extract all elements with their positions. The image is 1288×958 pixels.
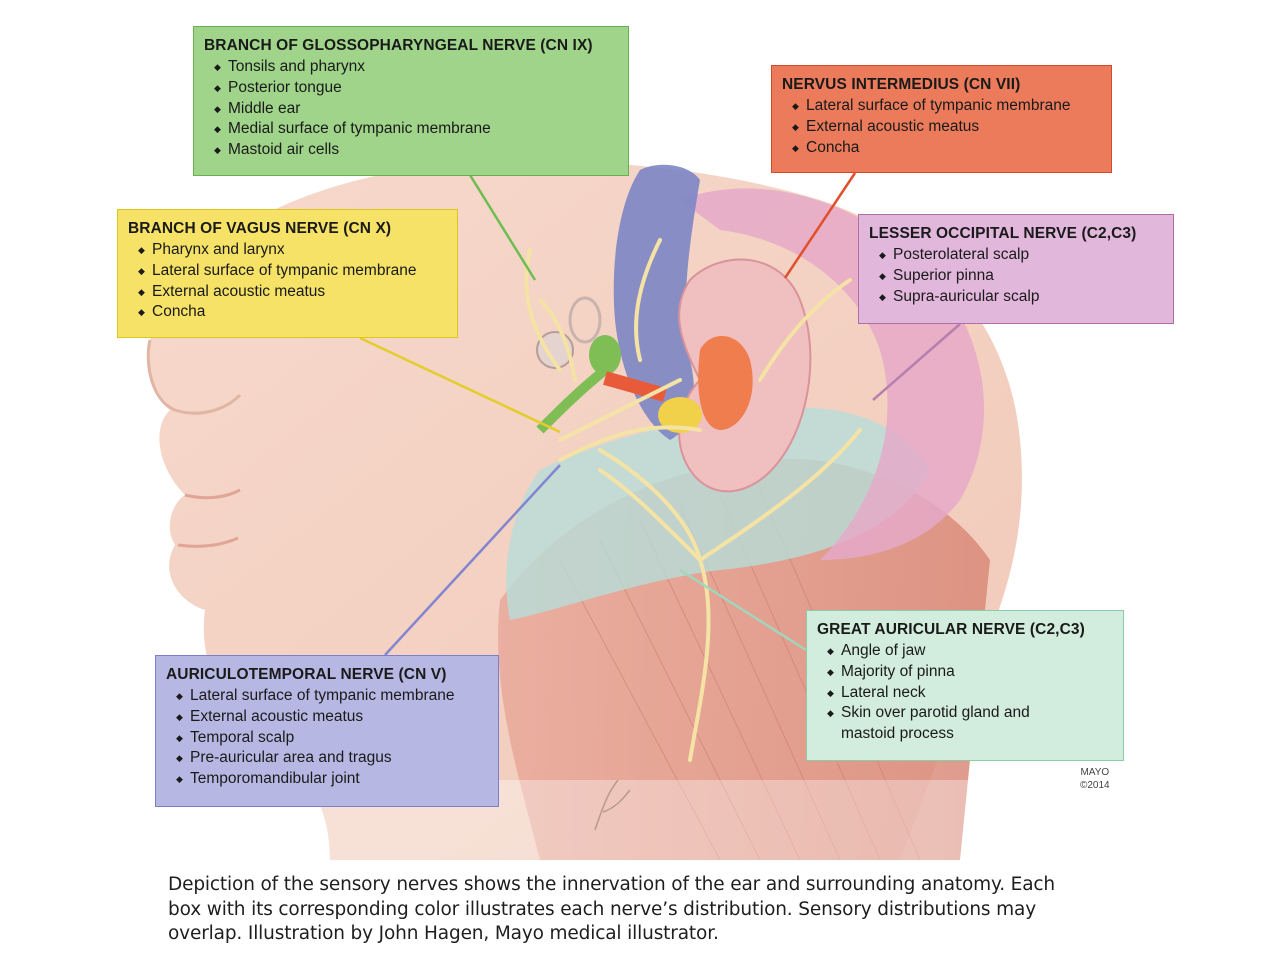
semicircular-canals — [568, 296, 602, 344]
great-auricular-region — [506, 407, 930, 620]
list-item: Supra-auricular scalp — [879, 287, 1163, 308]
auriculotemporal-box: AURICULOTEMPORAL NERVE (CN V) Lateral su… — [155, 655, 499, 807]
list-item: Pre-auricular area and tragus — [176, 748, 488, 769]
leader-lesser — [872, 323, 961, 401]
list-item: Posterior tongue — [214, 78, 618, 99]
glossopharyngeal-box: BRANCH OF GLOSSOPHARYNGEAL NERVE (CN IX)… — [193, 26, 629, 176]
box-title: BRANCH OF VAGUS NERVE (CN X) — [128, 220, 392, 237]
list-item: Concha — [138, 302, 447, 323]
credit-org: MAYO — [1080, 767, 1110, 778]
caption-line: box with its corresponding color illustr… — [168, 898, 1037, 920]
list-item: External acoustic meatus — [792, 117, 1101, 138]
list-item: External acoustic meatus — [176, 707, 488, 728]
caption-line: Depiction of the sensory nerves shows th… — [168, 874, 1055, 895]
list-item: Angle of jaw — [827, 641, 1113, 662]
leader-auric — [384, 464, 561, 656]
box-title: AURICULOTEMPORAL NERVE (CN V) — [166, 666, 447, 683]
box-title: NERVUS INTERMEDIUS (CN VII) — [782, 76, 1021, 93]
intermedius-box: NERVUS INTERMEDIUS (CN VII) Lateral surf… — [771, 65, 1112, 173]
great-auricular-box: GREAT AURICULAR NERVE (C2,C3) Angle of j… — [806, 610, 1124, 761]
box-list: Pharynx and larynx Lateral surface of ty… — [128, 240, 447, 323]
lips-shape — [177, 488, 241, 548]
list-item: Medial surface of tympanic membrane — [214, 119, 618, 140]
box-title: GREAT AURICULAR NERVE (C2,C3) — [817, 621, 1085, 638]
box-list: Angle of jaw Majority of pinna Lateral n… — [817, 641, 1113, 745]
list-item: Superior pinna — [879, 266, 1163, 287]
nose-shape — [146, 339, 242, 415]
list-item: Mastoid air cells — [214, 140, 618, 161]
list-item: Concha — [792, 138, 1101, 159]
list-item: Tonsils and pharynx — [214, 57, 618, 78]
continuation-text: mastoid process — [841, 725, 954, 743]
list-item: Middle ear — [214, 99, 618, 120]
caption-line: overlap. Illustration by John Hagen, May… — [168, 923, 719, 944]
box-list: Lateral surface of tympanic membrane Ext… — [166, 686, 488, 790]
list-item: Skin over parotid gland and — [827, 703, 1113, 724]
list-item: Temporal scalp — [176, 728, 488, 749]
credit-year: ©2014 — [1080, 780, 1110, 791]
list-item: Pharynx and larynx — [138, 240, 447, 261]
vagus-box: BRANCH OF VAGUS NERVE (CN X) Pharynx and… — [117, 209, 458, 338]
list-item: Lateral neck — [827, 683, 1113, 704]
lesser-occipital-box: LESSER OCCIPITAL NERVE (C2,C3) Posterola… — [858, 214, 1174, 324]
tragus — [658, 397, 702, 433]
list-item: Lateral surface of tympanic membrane — [138, 261, 447, 282]
ear-concha — [698, 336, 753, 430]
leader-glosso — [468, 174, 537, 281]
copyright-credit: MAYO ©2014 — [1080, 766, 1110, 792]
auriculotemporal-region — [613, 164, 700, 440]
box-title: BRANCH OF GLOSSOPHARYNGEAL NERVE (CN IX) — [204, 37, 593, 54]
box-list: Posterolateral scalp Superior pinna Supr… — [869, 245, 1163, 307]
box-list: Tonsils and pharynx Posterior tongue Mid… — [204, 57, 618, 161]
leader-vagus — [359, 336, 561, 434]
list-item: Posterolateral scalp — [879, 245, 1163, 266]
list-item: Lateral surface of tympanic membrane — [792, 96, 1101, 117]
box-title: LESSER OCCIPITAL NERVE (C2,C3) — [869, 225, 1137, 242]
leader-great — [679, 568, 807, 652]
glosso-trunk — [536, 366, 609, 434]
list-item: Lateral surface of tympanic membrane — [176, 686, 488, 707]
leader-interm — [783, 172, 857, 279]
glosso-ganglion — [589, 335, 621, 375]
figure-caption: Depiction of the sensory nerves shows th… — [168, 873, 1108, 947]
list-item-continuation: mastoid process — [827, 724, 1113, 745]
list-item: Temporomandibular joint — [176, 769, 488, 790]
box-list: Lateral surface of tympanic membrane Ext… — [782, 96, 1101, 158]
list-item: Majority of pinna — [827, 662, 1113, 683]
list-item: External acoustic meatus — [138, 282, 447, 303]
artist-signature — [594, 779, 631, 831]
